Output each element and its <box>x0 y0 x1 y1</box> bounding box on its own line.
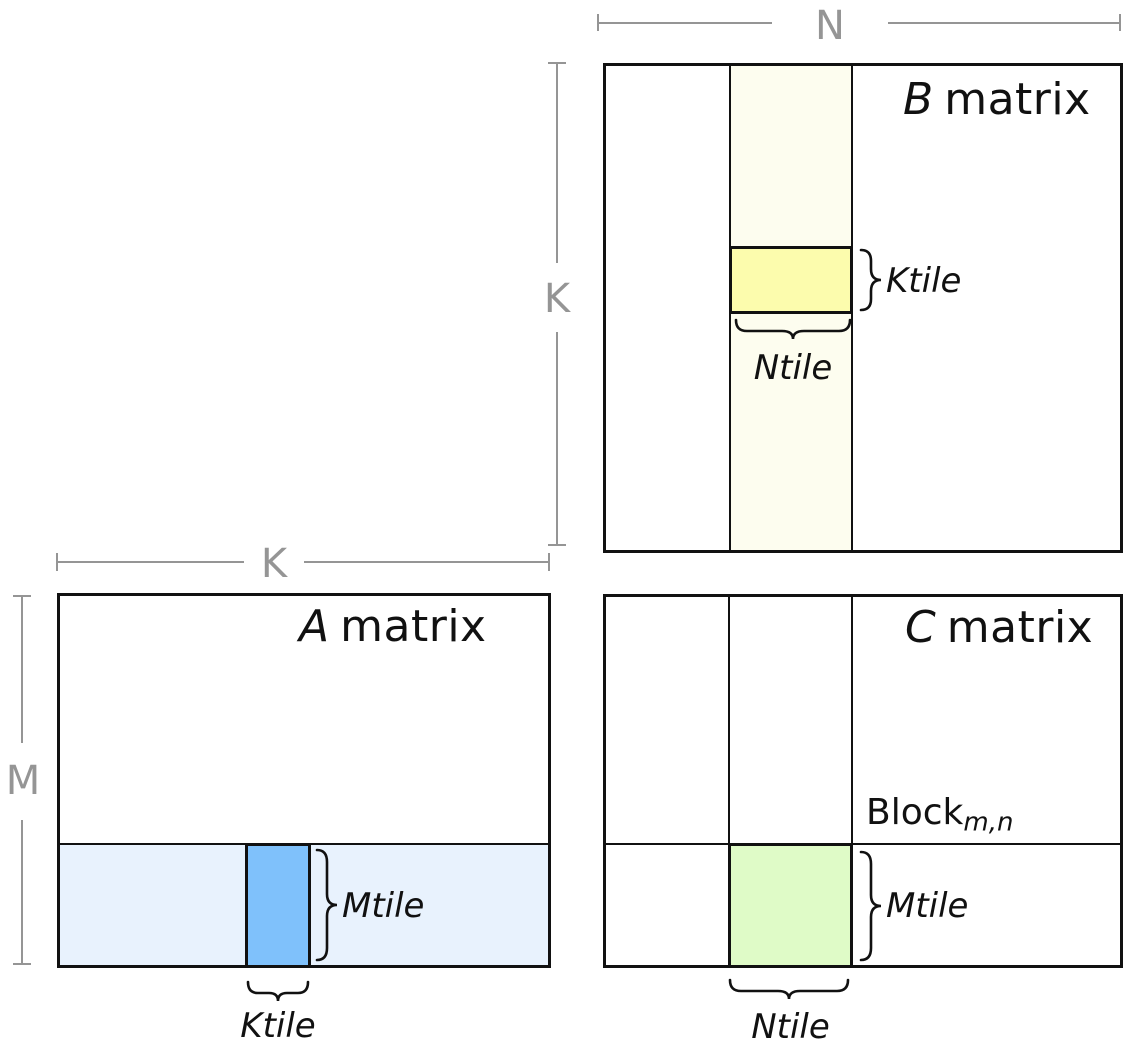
b-matrix-box <box>603 63 1123 553</box>
k-dim-a-line-left <box>57 561 244 563</box>
k-dim-a-tick-right <box>548 553 550 571</box>
c-block-label-subscript: m,n <box>963 807 1014 838</box>
c-block-label: Blockm,n <box>866 792 1013 838</box>
a-mtile-brace-icon <box>315 848 338 962</box>
m-dim-tick-top <box>13 595 31 597</box>
m-dim-line-top <box>21 596 23 743</box>
k-dim-a-label: K <box>260 541 288 587</box>
n-dim-label: N <box>815 3 845 49</box>
n-dim-line-left <box>598 22 772 24</box>
c-block-label-text: Block <box>866 792 964 833</box>
c-matrix-title-word: matrix <box>946 602 1094 653</box>
n-dim-tick-left <box>597 14 599 31</box>
a-matrix-title-letter: A <box>299 601 330 652</box>
k-dim-b-label: K <box>543 276 571 322</box>
c-row-divider-line <box>605 843 1121 845</box>
k-dim-b-line-top <box>556 63 558 263</box>
k-dim-b-tick-top <box>548 62 566 64</box>
a-matrix-box <box>57 593 551 968</box>
b-ktile-label: Ktile <box>886 261 962 301</box>
k-dim-a-line-right <box>304 561 549 563</box>
k-dim-b-line-bottom <box>556 332 558 545</box>
c-ntile-label: Ntile <box>751 1007 830 1047</box>
c-vertical-line-right <box>851 596 853 966</box>
k-dim-b-tick-bottom <box>548 544 566 546</box>
c-ntile-underbrace-icon <box>728 978 850 1000</box>
a-ktile-underbrace-icon <box>246 980 310 1002</box>
c-matrix-title-letter: C <box>905 602 937 653</box>
c-mtile-label: Mtile <box>886 886 969 926</box>
b-ktile-ntile-tile <box>729 246 853 314</box>
m-dim-tick-bottom <box>13 963 31 965</box>
m-dim-label: M <box>5 758 41 804</box>
a-matrix-title-word: matrix <box>340 601 487 652</box>
k-dim-a-tick-left <box>56 553 58 571</box>
b-ktile-brace-icon <box>859 248 882 312</box>
n-dim-line-right <box>888 22 1121 24</box>
c-matrix-box <box>603 594 1123 968</box>
n-dim-tick-right <box>1119 14 1121 31</box>
b-ntile-underbrace-icon <box>734 318 852 340</box>
a-mtile-label: Mtile <box>342 886 425 926</box>
c-mtile-brace-icon <box>859 850 882 962</box>
c-vertical-line-left <box>728 596 730 966</box>
a-ktile-label: Ktile <box>240 1006 316 1046</box>
b-ntile-label: Ntile <box>753 348 833 388</box>
m-dim-line-bottom <box>21 820 23 965</box>
b-matrix-title-letter: B <box>903 74 934 125</box>
b-matrix-title-word: matrix <box>944 74 1091 125</box>
